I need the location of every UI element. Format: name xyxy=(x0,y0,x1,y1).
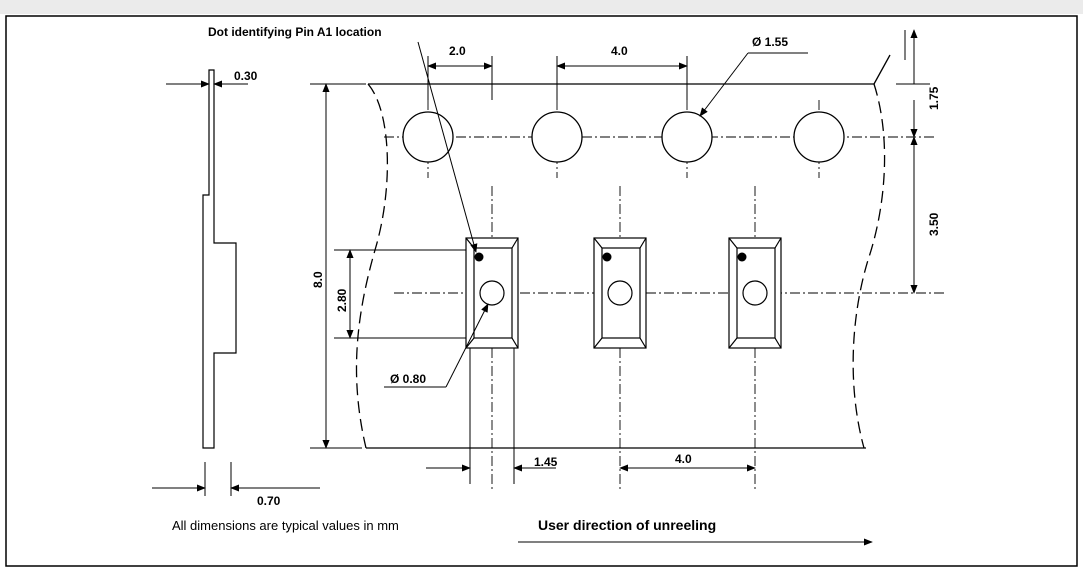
dim-tape-width xyxy=(310,83,366,449)
dim-pocket-hole xyxy=(384,303,489,388)
dim-pocket-width xyxy=(426,348,556,484)
label-thickness: 0.30 xyxy=(234,69,258,83)
dim-pocket-depth xyxy=(152,462,320,496)
label-pocket-length: 2.80 xyxy=(335,288,349,312)
label-pin-a1: Dot identifying Pin A1 location xyxy=(208,25,382,39)
label-hole-to-pocket-center: 3.50 xyxy=(927,212,941,236)
label-pocket-pitch: 4.0 xyxy=(675,452,692,466)
label-pocket-width: 1.45 xyxy=(534,455,558,469)
sprocket-holes xyxy=(402,111,845,163)
dim-hole-to-pocket xyxy=(427,56,493,100)
label-edge-to-hole: 1.75 xyxy=(927,86,941,110)
label-hole-to-pocket: 2.0 xyxy=(449,44,466,58)
units-note: All dimensions are typical values in mm xyxy=(172,518,399,533)
dim-vertical-right xyxy=(896,29,930,294)
dim-sprocket-pitch xyxy=(556,56,688,100)
label-tape-width: 8.0 xyxy=(311,271,325,288)
label-pocket-hole: Ø 0.80 xyxy=(390,372,426,386)
tape-edges xyxy=(366,54,891,449)
title-bar xyxy=(0,0,1083,14)
side-view xyxy=(202,69,237,449)
pin-a1-dots xyxy=(474,252,747,262)
dim-pocket-length xyxy=(334,249,466,339)
label-pocket-depth: 0.70 xyxy=(257,494,281,508)
label-sprocket-hole: Ø 1.55 xyxy=(752,35,788,49)
figure-border xyxy=(5,15,1078,567)
label-sprocket-pitch: 4.0 xyxy=(611,44,628,58)
dim-sprocket-hole xyxy=(699,52,808,117)
pockets xyxy=(465,237,782,349)
direction-note: User direction of unreeling xyxy=(538,517,716,533)
